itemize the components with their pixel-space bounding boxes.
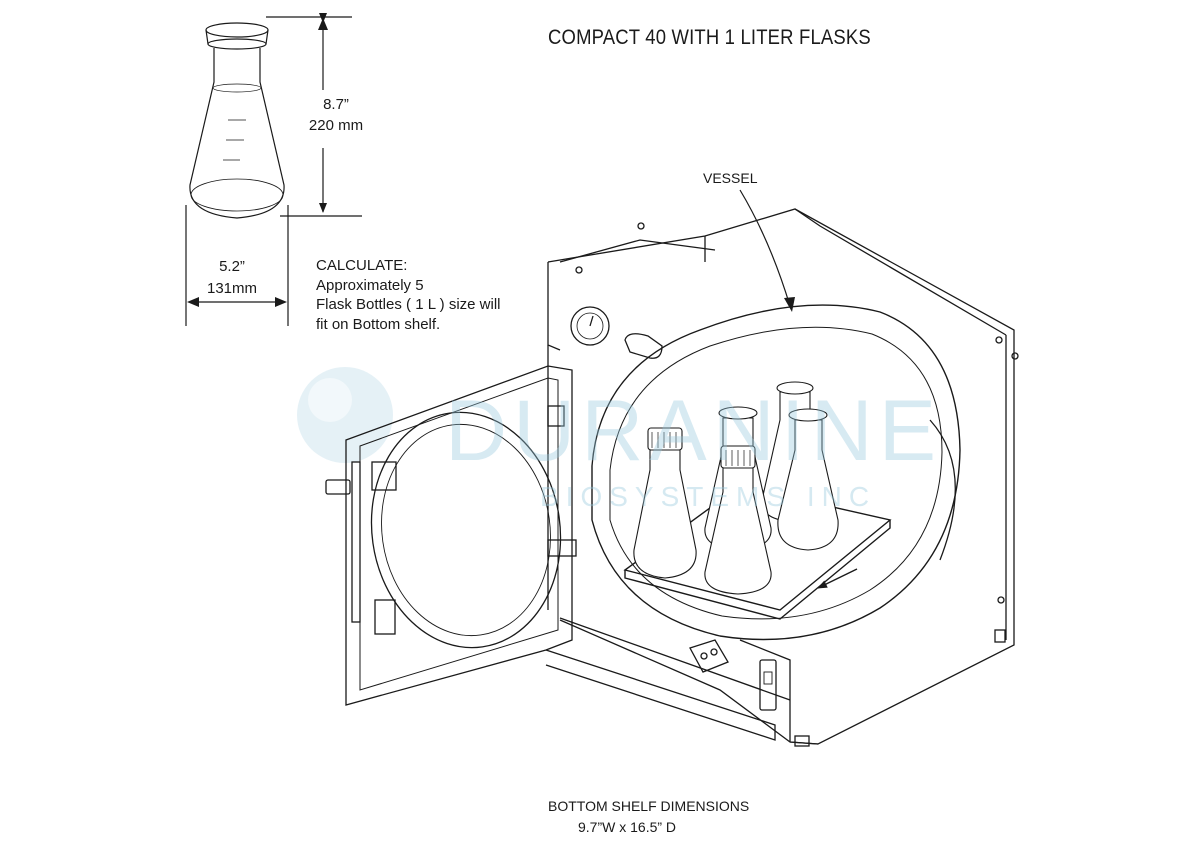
door — [325, 365, 791, 741]
shelf-dimension-values: 9.7”W x 16.5” D — [578, 819, 677, 835]
vessel-chamber — [591, 304, 961, 641]
flask-height-mm: 220 mm — [308, 117, 364, 134]
flask-width-inches: 5.2” — [219, 258, 245, 275]
autoclave-body — [547, 208, 1019, 747]
flask-width-mm: 131mm — [206, 280, 258, 297]
calculate-line: Flask Bottles ( 1 L ) size will — [316, 296, 501, 313]
door-seal — [370, 411, 562, 649]
calculate-line: fit on Bottom shelf. — [316, 315, 441, 333]
vessel-label: VESSEL — [703, 170, 758, 186]
display-window — [624, 333, 663, 359]
flask-height-label: 8.7” 220 mm — [304, 94, 368, 136]
watermark-name: DURANINE — [445, 383, 943, 479]
diagram-title: COMPACT 40 WITH 1 LITER FLASKS — [548, 26, 871, 49]
shelf-dimensions: BOTTOM SHELF DIMENSIONS 9.7”W x 16.5” D — [548, 796, 749, 838]
width-dimension — [185, 205, 289, 326]
calculate-heading: CALCULATE: — [316, 257, 408, 274]
calculate-line: Approximately 5 — [316, 276, 424, 294]
calculate-note: CALCULATE: Approximately 5 Flask Bottles… — [316, 256, 501, 334]
height-dimension — [266, 13, 362, 217]
watermark-sub: BIOSYSTEMS INC — [540, 481, 877, 512]
flask-width-label: 5.2” 131mm — [200, 256, 264, 300]
power-switch — [759, 659, 777, 711]
shelf-heading: BOTTOM SHELF DIMENSIONS — [548, 798, 750, 814]
connector-port — [689, 639, 729, 673]
reference-flask — [189, 22, 285, 219]
flasks-in-chamber — [633, 381, 839, 595]
flask-height-inches: 8.7” — [323, 96, 349, 113]
pressure-gauge — [570, 306, 610, 346]
